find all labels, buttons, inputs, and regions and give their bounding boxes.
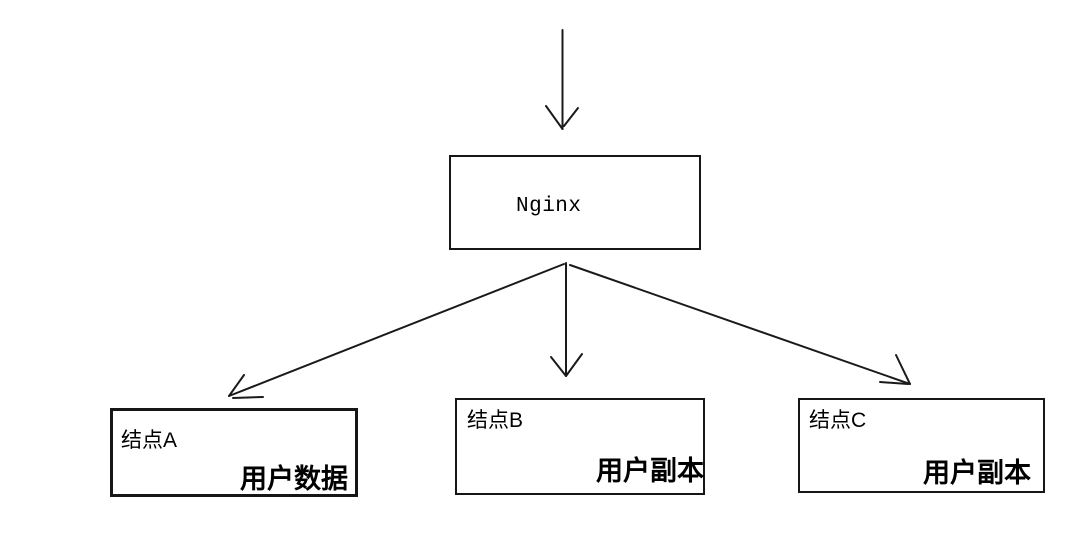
node-c-box <box>798 398 1045 493</box>
node-a-box <box>110 408 358 497</box>
nginx-box <box>449 155 701 250</box>
node-a-content-label: 用户数据 <box>240 464 348 494</box>
node-b-content-label: 用户副本 <box>596 456 704 486</box>
node-b-title: 结点B <box>467 409 524 432</box>
arrow-nginx-to-node-a-icon <box>228 263 565 399</box>
node-c-title: 结点C <box>809 409 867 432</box>
node-c-content-label: 用户副本 <box>923 458 1031 488</box>
arrow-down-into-nginx-icon <box>545 29 579 130</box>
node-b-box <box>455 398 705 495</box>
arrow-nginx-to-node-c-icon <box>569 264 911 385</box>
arrow-nginx-to-node-b-icon <box>550 262 583 377</box>
node-a-title: 结点A <box>121 429 178 452</box>
nginx-label: Nginx <box>516 195 582 218</box>
